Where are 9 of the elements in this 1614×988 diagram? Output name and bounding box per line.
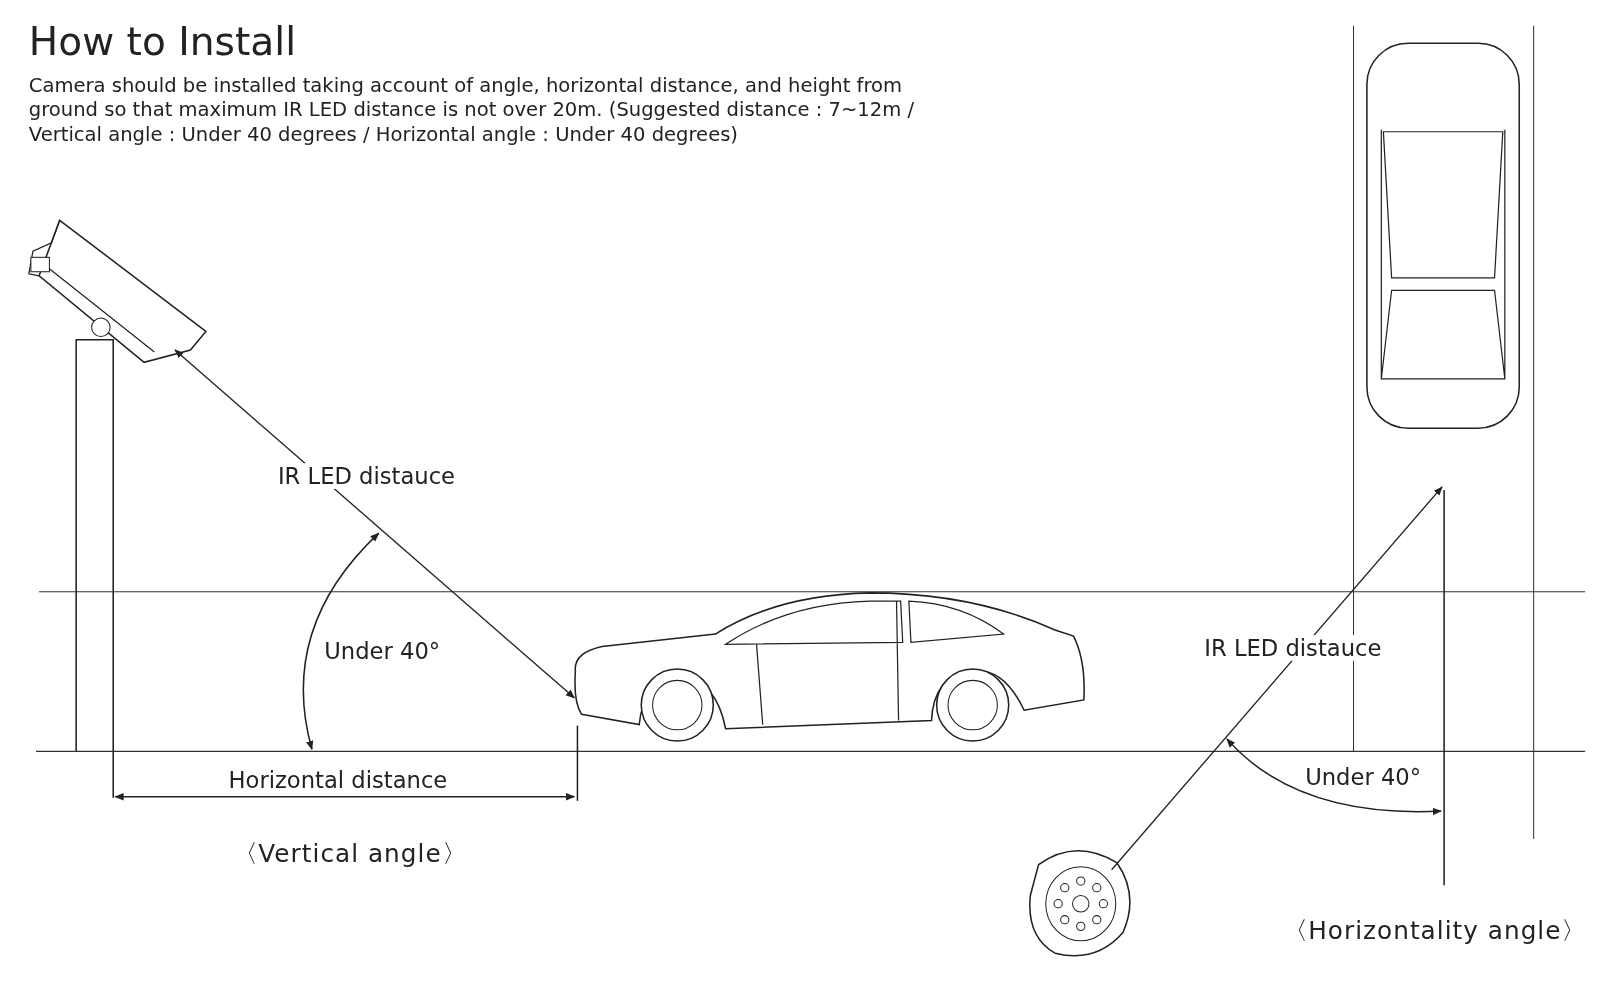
arrow — [174, 349, 576, 699]
description-text: Camera should be installed taking account of angle, horizontal distance, and height from ground so that maximum IR LED distance is not over 20m. (Suggested distance : 7~12m / Vertical angle : Under 40 degrees / Horizontal angle : Under 40 degrees) — [28, 72, 916, 147]
caption-text: 〈Vertical angle〉 — [232, 837, 468, 870]
caption-text: 〈Horizontality angle〉 — [1282, 915, 1588, 947]
angle-label: Under 40° — [1305, 764, 1422, 791]
arrow — [1110, 486, 1443, 871]
dimension-label: Horizontal distance — [228, 767, 448, 794]
heading: How to Install — [28, 18, 297, 64]
angle-label: Under 40° — [324, 638, 441, 664]
